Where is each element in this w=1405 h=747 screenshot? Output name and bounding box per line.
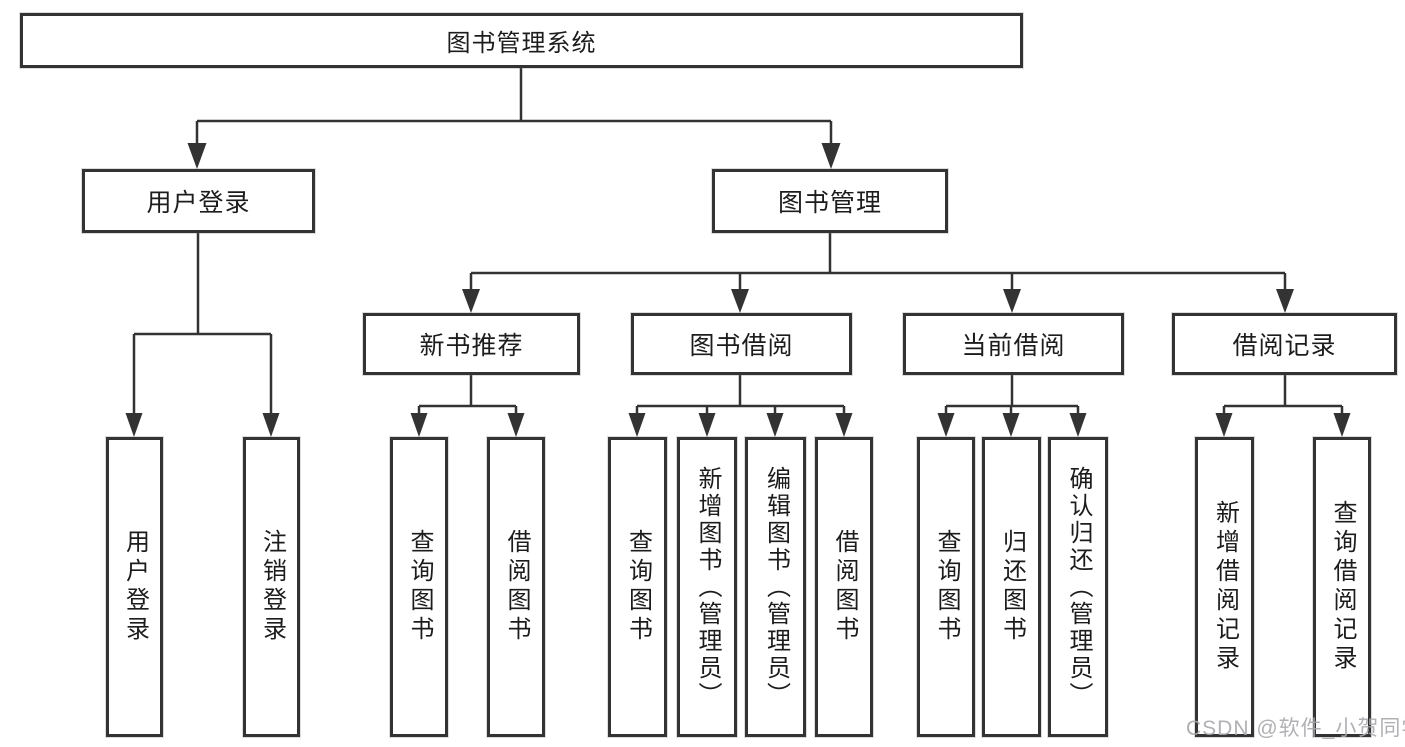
node-leaf-newbook-borrow: 借阅图书 — [487, 437, 545, 737]
watermark: CSDN @软件_小贺同学 — [1186, 717, 1405, 740]
node-book-management-group: 图书管理 — [712, 169, 948, 233]
node-leaf-records-query: 查询借阅记录 — [1313, 437, 1371, 737]
node-new-book-recommend-group: 新书推荐 — [363, 313, 580, 375]
arrowheads — [125, 143, 1351, 437]
node-user-login-group: 用户登录 — [82, 169, 315, 233]
node-leaf-current-query: 查询图书 — [917, 437, 975, 737]
node-leaf-current-return: 归还图书 — [982, 437, 1041, 737]
node-root-system: 图书管理系统 — [20, 13, 1023, 68]
node-leaf-newbook-query: 查询图书 — [390, 437, 448, 737]
node-leaf-borrow-query: 查询图书 — [608, 437, 667, 737]
node-leaf-records-add: 新增借阅记录 — [1195, 437, 1254, 737]
node-leaf-borrow-edit-admin: 编辑图书（管理员） — [745, 437, 806, 737]
node-leaf-borrow-borrow: 借阅图书 — [815, 437, 873, 737]
node-leaf-current-confirm-admin: 确认归还（管理员） — [1048, 437, 1108, 737]
node-book-borrow-group: 图书借阅 — [631, 313, 852, 375]
node-leaf-user-login: 用户登录 — [106, 437, 163, 737]
node-borrow-records-group: 借阅记录 — [1172, 313, 1397, 375]
node-leaf-logout: 注销登录 — [243, 437, 300, 737]
node-leaf-borrow-add-admin: 新增图书（管理员） — [677, 437, 737, 737]
node-current-borrow-group: 当前借阅 — [903, 313, 1124, 375]
